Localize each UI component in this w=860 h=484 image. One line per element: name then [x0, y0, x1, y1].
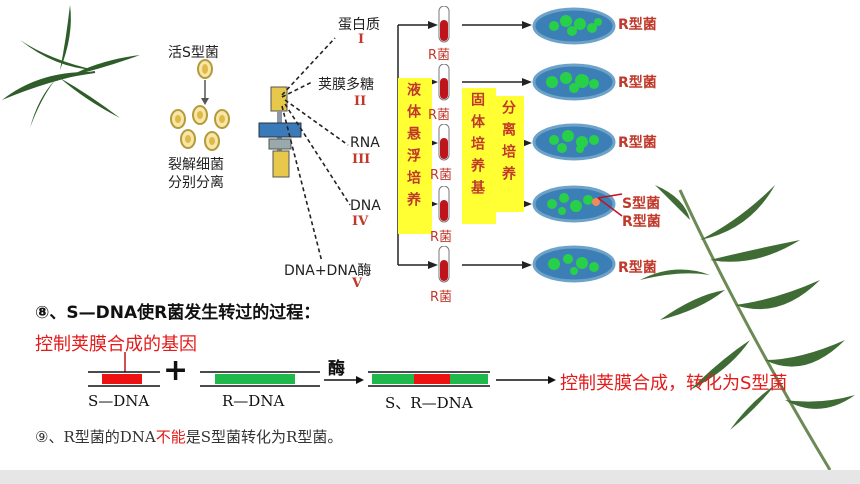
outcome-label: 控制荚膜合成，转化为S型菌 — [560, 373, 788, 394]
tube-label-1: R菌 — [428, 48, 451, 63]
lysis-label-1: 裂解细菌 — [168, 157, 224, 173]
note-highlight: 不能 — [155, 428, 186, 446]
component-roman-1: I — [358, 32, 365, 47]
bacteria-capsule-icon — [197, 59, 213, 79]
s-dna-label: S—DNA — [88, 392, 150, 410]
petri-dish-icon — [532, 63, 616, 101]
result-label-5: R型菌 — [618, 260, 657, 276]
lysed-bacteria-icon — [170, 105, 230, 151]
result-label-3: R型菌 — [618, 135, 657, 151]
test-tube-icon — [438, 186, 450, 223]
tube-label-5: R菌 — [430, 290, 453, 305]
component-label-1: 蛋白质 — [338, 17, 380, 33]
process-heading: ⑧、S—DNA使R菌发生转过的过程： — [35, 303, 321, 323]
solid-culture-label: 固体培养基 — [469, 92, 485, 202]
arrow-down-icon — [201, 80, 209, 105]
component-label-2: 荚膜多糖 — [318, 77, 374, 93]
separation-culture-label: 分离培养 — [500, 100, 516, 188]
lysis-label-2: 分别分离 — [168, 175, 224, 191]
petri-dish-mixed-icon — [532, 185, 616, 223]
result-label-4: R型菌 — [622, 214, 661, 230]
component-roman-4: IV — [352, 214, 369, 229]
tube-label-2: R菌 — [428, 108, 451, 123]
test-tube-icon — [438, 124, 450, 161]
petri-dish-icon — [532, 123, 616, 161]
bamboo-leaves-bottom-right-icon — [640, 185, 855, 471]
liquid-culture-box — [398, 78, 432, 234]
solid-culture-box — [462, 88, 496, 224]
tube-label-3: R菌 — [430, 168, 453, 183]
enzyme-label: 酶 — [328, 359, 345, 379]
test-tube-icon — [438, 6, 450, 43]
tube-label-4: R菌 — [430, 230, 453, 245]
note-suffix: 是S型菌转化为R型菌。 — [185, 428, 343, 446]
test-tube-icon — [438, 246, 450, 283]
component-label-4: DNA — [350, 198, 381, 214]
petri-dish-icon — [532, 7, 616, 45]
result-label-2: R型菌 — [618, 75, 657, 91]
result-label-1: R型菌 — [618, 17, 657, 33]
gene-label: 控制荚膜合成的基因 — [35, 334, 197, 355]
component-label-5: DNA+DNA酶 — [284, 263, 372, 279]
result-pointer-lines — [597, 193, 623, 217]
footer-bar — [0, 470, 860, 484]
plus-icon: + — [163, 353, 189, 388]
component-roman-2: II — [354, 94, 367, 109]
separation-culture-box — [496, 96, 524, 212]
r-dna-label: R—DNA — [222, 392, 285, 410]
petri-dish-icon — [532, 245, 616, 283]
component-roman-3: III — [352, 152, 371, 167]
note-line: ⑨、R型菌的DNA不能是S型菌转化为R型菌。 — [35, 426, 342, 447]
dna-transformation-diagram — [88, 352, 556, 387]
separation-apparatus-icon — [258, 86, 302, 178]
component-label-3: RNA — [350, 135, 380, 151]
liquid-culture-label: 液体悬浮培养 — [405, 82, 421, 214]
bamboo-leaves-top-left-icon — [2, 5, 140, 128]
test-tube-icon — [438, 64, 450, 101]
source-label: 活S型菌 — [168, 45, 219, 61]
component-roman-5: V — [352, 276, 363, 291]
sr-dna-label: S、R—DNA — [385, 394, 473, 412]
result-label-s: S型菌 — [622, 196, 661, 212]
note-prefix: ⑨、R型菌的DNA — [35, 428, 156, 446]
